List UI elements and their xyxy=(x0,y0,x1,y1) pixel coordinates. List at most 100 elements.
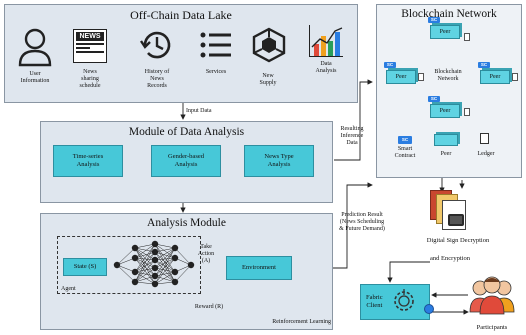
nn-edge xyxy=(154,247,176,269)
analysis-module-panel: Analysis Module State (S) Agent Take Act… xyxy=(40,213,333,330)
nn-edge xyxy=(134,275,156,283)
nn-edge xyxy=(154,271,176,277)
arrow-prediction-result xyxy=(333,182,373,269)
legend-ledger: Ledger xyxy=(477,151,495,157)
nn-edge xyxy=(134,247,156,261)
nn-edge xyxy=(134,271,156,285)
data-lake-panel: Off-Chain Data Lake User Information NEW… xyxy=(4,4,358,103)
nn-edge xyxy=(134,271,156,277)
state-box: State (S) xyxy=(63,258,107,276)
nn-edge xyxy=(154,243,176,259)
nn-edge xyxy=(174,264,192,283)
nn-edge xyxy=(134,267,156,273)
user-icon xyxy=(17,27,53,67)
data-analysis-title: Module of Data Analysis xyxy=(128,126,245,138)
legend-peer: Peer xyxy=(440,151,452,157)
history-icon xyxy=(139,27,175,63)
nn-node xyxy=(151,248,159,256)
nn-edge xyxy=(154,267,176,273)
resulting-inference-label: Resulting Inference Data xyxy=(340,126,364,146)
nn-node xyxy=(151,272,159,280)
sc-badge: SC xyxy=(428,17,440,23)
agent-label: Agent xyxy=(61,286,76,292)
peer-node: Peer xyxy=(430,25,460,39)
digital-sign-icon xyxy=(428,190,468,234)
digital-sign-label: Digital Sign Decryption xyxy=(426,237,490,244)
blockchain-center-label: Blockchain Network xyxy=(434,69,462,82)
nn-edge xyxy=(154,257,176,277)
peer-node: Peer xyxy=(480,70,510,84)
lake-label-services: Services xyxy=(205,69,227,75)
nn-edge xyxy=(134,267,156,283)
input-data-label: Input Data xyxy=(186,108,212,114)
nn-edge xyxy=(154,271,176,285)
lake-label-supply: New Supply xyxy=(259,73,277,86)
nn-edge xyxy=(134,251,156,283)
nn-node xyxy=(131,268,139,276)
nn-edge xyxy=(134,243,156,259)
nn-node xyxy=(151,264,159,272)
news-type-label: News Type Analysis xyxy=(264,153,294,168)
nn-edge xyxy=(116,264,136,283)
nn-edge xyxy=(116,247,136,266)
nn-node xyxy=(151,280,159,288)
nn-node xyxy=(171,254,179,262)
legend-peer-icon xyxy=(434,134,458,146)
nn-node xyxy=(151,240,159,248)
participants-icon xyxy=(466,272,518,316)
news-type-box: News Type Analysis xyxy=(244,145,314,177)
nn-edge xyxy=(134,281,156,285)
gender-box: Gender-based Analysis xyxy=(151,145,221,177)
nn-edge xyxy=(134,243,156,283)
nn-node xyxy=(151,256,159,264)
nn-node xyxy=(171,244,179,252)
ledger-icon xyxy=(418,73,424,81)
ledger-icon xyxy=(464,33,470,41)
state-label: State (S) xyxy=(73,263,97,270)
fabric-client-label: Fabric Client xyxy=(366,294,383,309)
sc-badge: SC xyxy=(428,96,440,102)
nn-edge xyxy=(154,281,176,285)
nn-edge xyxy=(134,251,156,259)
nn-edge xyxy=(154,247,176,277)
nn-edge xyxy=(134,251,156,273)
data-lake-title: Off-Chain Data Lake xyxy=(130,8,232,22)
prediction-result-label: Prediction Result (News Scheduling & Fut… xyxy=(339,212,385,232)
blockchain-title: Blockchain Network xyxy=(401,8,497,20)
take-action-label: Take Action (A) xyxy=(197,244,215,264)
analysis-module-title: Analysis Module xyxy=(147,217,226,229)
gender-label: Gender-based Analysis xyxy=(168,153,204,168)
newspaper-icon: NEWS xyxy=(73,29,107,63)
ledger-icon xyxy=(512,73,518,81)
environment-label: Environment xyxy=(242,264,276,271)
nn-node xyxy=(187,261,195,269)
nn-node xyxy=(131,278,139,286)
nn-edge xyxy=(134,247,156,253)
lake-label-history: History of News Records xyxy=(144,69,170,89)
data-analysis-panel: Module of Data Analysis Time-series Anal… xyxy=(40,121,333,203)
nn-node xyxy=(171,268,179,276)
nn-node xyxy=(171,278,179,286)
sc-badge: SC xyxy=(384,62,396,68)
nn-edge xyxy=(116,264,136,273)
nn-edge xyxy=(154,257,176,269)
lake-label-news: News sharing schedule xyxy=(79,69,101,89)
sc-badge: SC xyxy=(478,62,490,68)
nn-edge xyxy=(116,257,136,266)
nn-edge xyxy=(154,247,176,253)
nn-node xyxy=(131,254,139,262)
arrow-resulting-inference xyxy=(334,79,373,161)
nn-edge xyxy=(134,259,156,273)
legend-ledger-icon xyxy=(480,133,489,144)
news-badge: NEWS xyxy=(76,32,104,41)
legend-sc-icon: SC xyxy=(398,136,412,144)
nn-edge xyxy=(154,243,176,249)
environment-box: Environment xyxy=(226,256,292,280)
nn-edge xyxy=(154,251,176,259)
peer-node: Peer xyxy=(430,104,460,118)
list-icon xyxy=(199,31,233,59)
time-series-label: Time-series Analysis xyxy=(72,153,104,168)
nn-edge xyxy=(134,259,156,283)
reward-label: Reward (R) xyxy=(194,304,224,310)
nn-edge xyxy=(154,257,176,261)
